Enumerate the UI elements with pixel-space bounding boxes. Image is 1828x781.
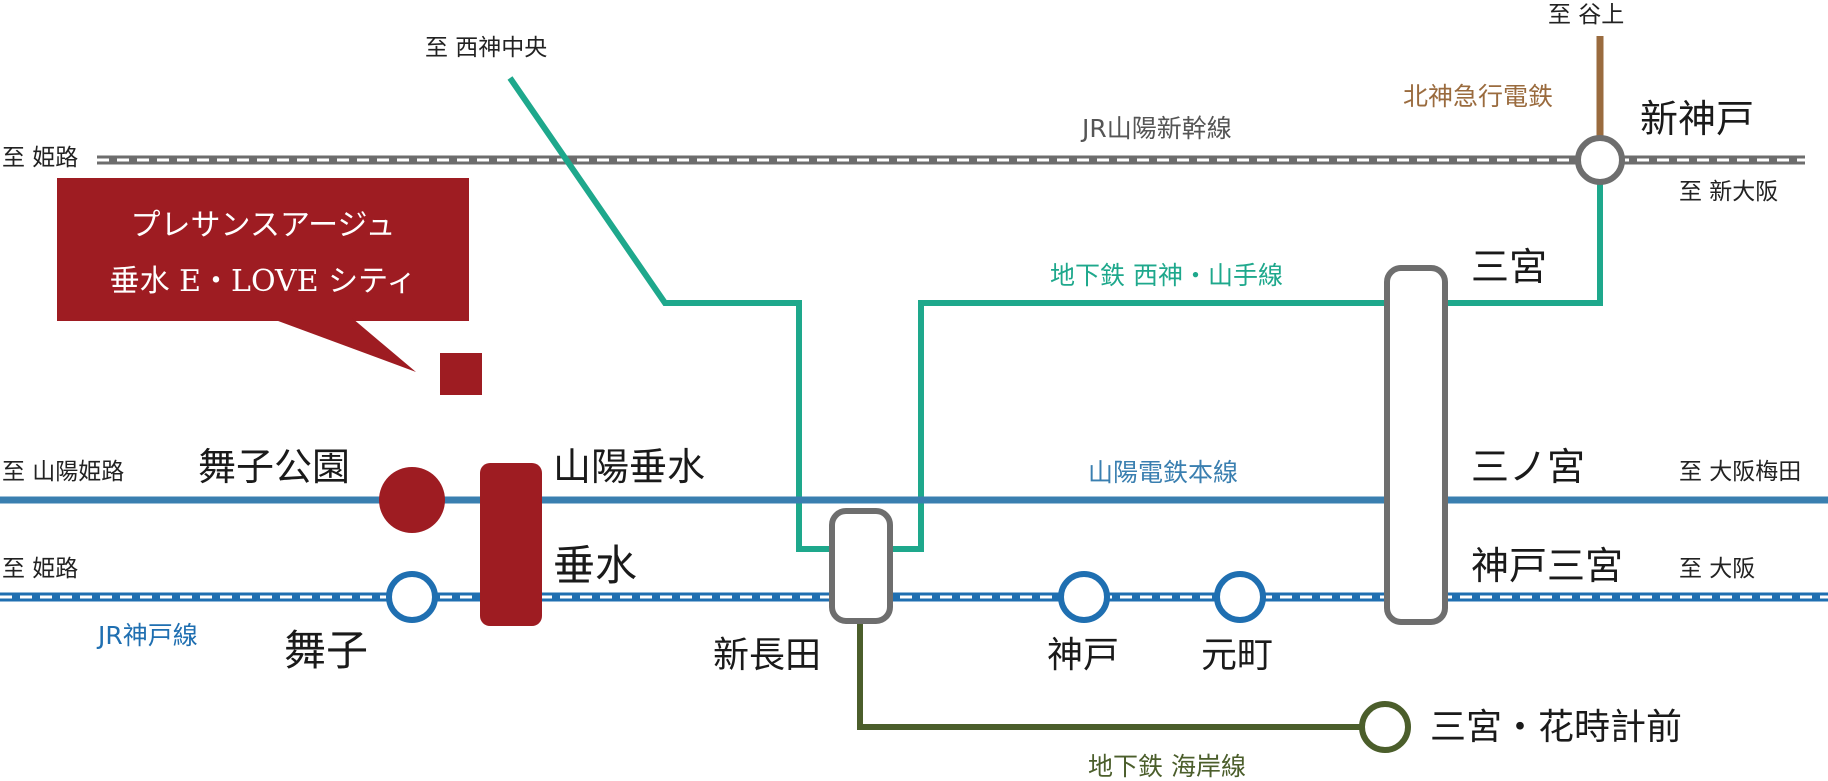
maiko-koen-station-marker xyxy=(379,467,445,533)
sannomiya-transfer-marker xyxy=(1384,265,1448,625)
kobe-station-marker xyxy=(1058,571,1110,623)
maiko-station-marker xyxy=(386,571,438,623)
station-kobe-sannomiya: 神戸三宮 xyxy=(1471,544,1624,588)
direction-himeji-top: 至 姫路 xyxy=(2,145,79,171)
station-tarumi: 垂水 xyxy=(553,541,638,590)
label-subway-seishin-yamate: 地下鉄 西神・山手線 xyxy=(1050,261,1283,290)
station-maiko: 舞子 xyxy=(284,626,369,675)
callout-line-2: 垂水 E・LOVE シティ xyxy=(109,263,417,299)
station-sannomiya: 三宮 xyxy=(1471,245,1548,289)
motomachi-station-marker xyxy=(1214,571,1266,623)
direction-tanigami: 至 谷上 xyxy=(1548,2,1625,28)
label-shinkansen: JR山陽新幹線 xyxy=(1082,114,1232,143)
station-sannomiya-hanadokei: 三宮・花時計前 xyxy=(1430,707,1683,748)
direction-osaka: 至 大阪 xyxy=(1679,556,1756,582)
property-marker xyxy=(440,353,482,395)
label-hokushin: 北神急行電鉄 xyxy=(1403,82,1554,111)
station-sannomiya-sanyo: 三ノ宮 xyxy=(1471,445,1586,489)
label-sanyo: 山陽電鉄本線 xyxy=(1088,458,1239,487)
direction-sanyo-himeji: 至 山陽姫路 xyxy=(2,459,125,485)
station-sanyo-tarumi: 山陽垂水 xyxy=(553,445,706,489)
station-maiko-koen: 舞子公園 xyxy=(198,445,351,489)
station-shin-nagata: 新長田 xyxy=(713,635,822,676)
shin-kobe-station-marker xyxy=(1575,135,1625,185)
station-motomachi: 元町 xyxy=(1201,635,1274,676)
sannomiya-hanadokei-station-marker xyxy=(1359,701,1411,753)
station-kobe: 神戸 xyxy=(1047,635,1120,676)
direction-shin-osaka: 至 新大阪 xyxy=(1679,179,1779,205)
property-callout-text: プレサンスアージュ 垂水 E・LOVE シティ xyxy=(57,178,469,321)
direction-osaka-umeda: 至 大阪梅田 xyxy=(1679,459,1802,485)
label-jr-kobe: JR神戸線 xyxy=(98,621,198,650)
subway-kaigan-line xyxy=(857,620,1362,730)
property-callout xyxy=(57,178,482,395)
shin-nagata-transfer-marker xyxy=(829,508,893,624)
tarumi-station-marker xyxy=(480,463,542,626)
direction-nishishin-chuo: 至 西神中央 xyxy=(425,35,548,61)
station-shin-kobe: 新神戸 xyxy=(1640,97,1755,141)
callout-line-1: プレサンスアージュ xyxy=(130,207,396,243)
direction-himeji-bottom: 至 姫路 xyxy=(2,556,79,582)
label-subway-kaigan: 地下鉄 海岸線 xyxy=(1088,752,1246,781)
